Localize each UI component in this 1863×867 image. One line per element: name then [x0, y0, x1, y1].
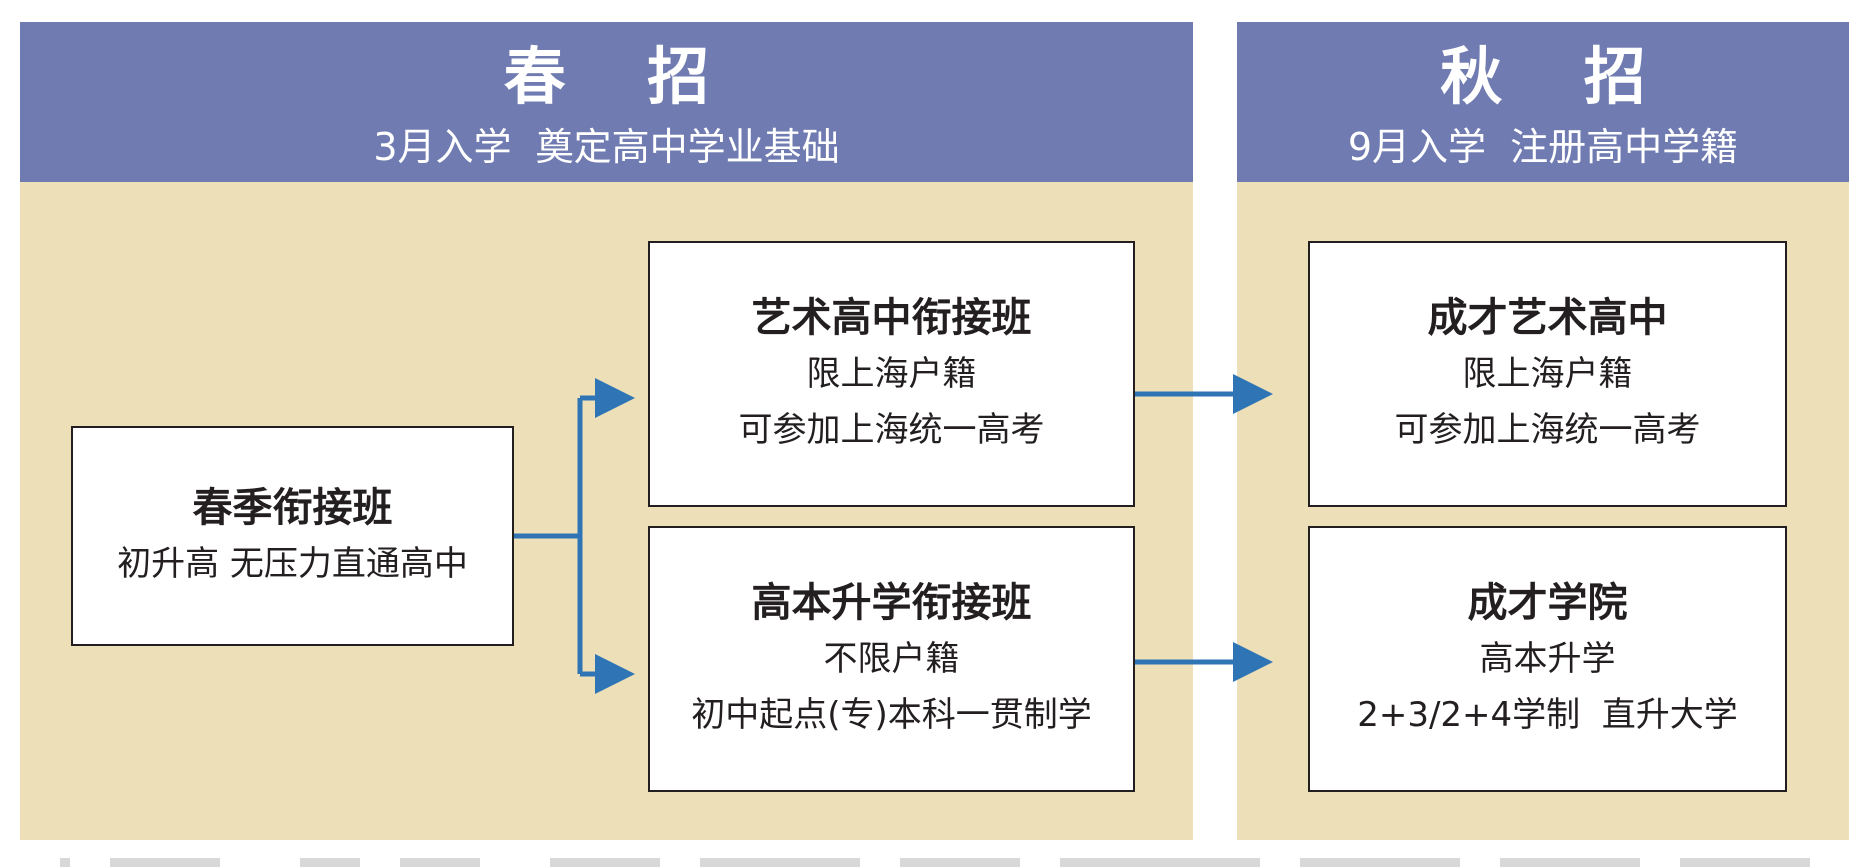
- art-bridge-class-box: 艺术高中衔接班 限上海户籍 可参加上海统一高考: [648, 241, 1135, 507]
- spring-bridge-class-desc: 初升高 无压力直通高中: [117, 544, 468, 584]
- branch-connector-line: [513, 398, 583, 674]
- college-bridge-class-line2: 初中起点(专)本科一贯制学: [691, 695, 1092, 735]
- cropped-bottom-strip: [0, 852, 1863, 867]
- autumn-header: 秋 招 9月入学 注册高中学籍: [1237, 22, 1849, 182]
- spring-title: 春 招: [503, 40, 740, 113]
- art-high-school-line2: 可参加上海统一高考: [1394, 410, 1701, 450]
- art-bridge-class-line1: 限上海户籍: [806, 354, 977, 394]
- autumn-subtitle: 9月入学 注册高中学籍: [1347, 125, 1739, 169]
- spring-header: 春 招 3月入学 奠定高中学业基础: [20, 22, 1193, 182]
- college-bridge-class-title: 高本升学衔接班: [751, 580, 1032, 626]
- college-line1: 高本升学: [1479, 639, 1616, 679]
- art-high-school-line1: 限上海户籍: [1462, 354, 1633, 394]
- college-box: 成才学院 高本升学 2+3/2+4学制 直升大学: [1308, 526, 1787, 792]
- college-bridge-class-box: 高本升学衔接班 不限户籍 初中起点(专)本科一贯制学: [648, 526, 1135, 792]
- college-bridge-class-line1: 不限户籍: [823, 639, 960, 679]
- spring-bridge-class-title: 春季衔接班: [192, 485, 393, 531]
- college-title: 成才学院: [1467, 580, 1628, 626]
- art-high-school-box: 成才艺术高中 限上海户籍 可参加上海统一高考: [1308, 241, 1787, 507]
- art-bridge-class-title: 艺术高中衔接班: [751, 295, 1032, 341]
- spring-bridge-class-box: 春季衔接班 初升高 无压力直通高中: [71, 426, 514, 646]
- art-high-school-title: 成才艺术高中: [1427, 295, 1668, 341]
- autumn-title: 秋 招: [1440, 40, 1676, 113]
- art-bridge-class-line2: 可参加上海统一高考: [738, 410, 1045, 450]
- spring-subtitle: 3月入学 奠定高中学业基础: [373, 125, 840, 169]
- college-line2: 2+3/2+4学制 直升大学: [1357, 695, 1738, 735]
